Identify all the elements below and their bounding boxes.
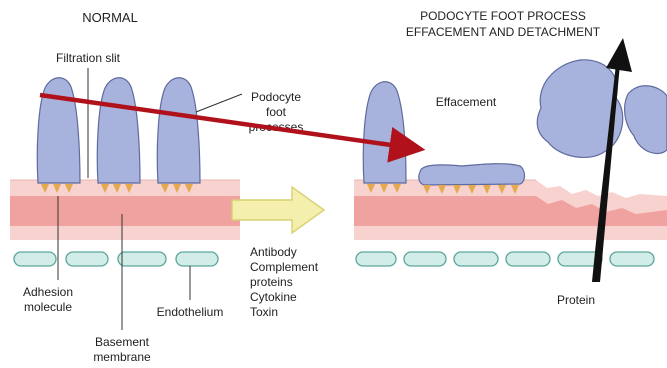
right-arrow-icon (232, 187, 324, 233)
effacement-label: Effacement (436, 95, 497, 109)
detached-podocytes (537, 60, 667, 158)
effaced-foot-process (419, 164, 525, 185)
endothelium-label: Endothelium (157, 305, 224, 319)
right-title-line2: EFFACEMENT AND DETACHMENT (406, 25, 601, 39)
normal-title: NORMAL (82, 10, 138, 25)
adhesion-label-line2: molecule (24, 300, 72, 314)
protein-label: Protein (557, 293, 595, 307)
basement-label-line1: Basement (95, 335, 150, 349)
podocyte-label-line2: foot (266, 105, 287, 119)
agent-cytokine: Cytokine (250, 290, 297, 304)
podocyte-label-line1: Podocyte (251, 90, 301, 104)
podocyte-foot-3 (157, 78, 200, 183)
agent-complement: Complement (250, 260, 319, 274)
podocyte-foot-2 (97, 78, 140, 183)
right-basement-membrane (354, 180, 667, 240)
agent-toxin: Toxin (250, 305, 278, 319)
left-podocyte-processes (37, 78, 200, 183)
filtration-slit-label: Filtration slit (56, 51, 121, 65)
intact-podocyte-foot (363, 82, 406, 183)
left-endothelium (14, 252, 218, 266)
red-pointer-arrow (40, 95, 412, 148)
agent-antibody: Antibody (250, 245, 297, 259)
agent-proteins: proteins (250, 275, 293, 289)
adhesion-label-line1: Adhesion (23, 285, 73, 299)
right-title-line1: PODOCYTE FOOT PROCESS (420, 9, 586, 23)
right-endothelium (356, 252, 654, 266)
basement-label-line2: membrane (93, 350, 151, 364)
